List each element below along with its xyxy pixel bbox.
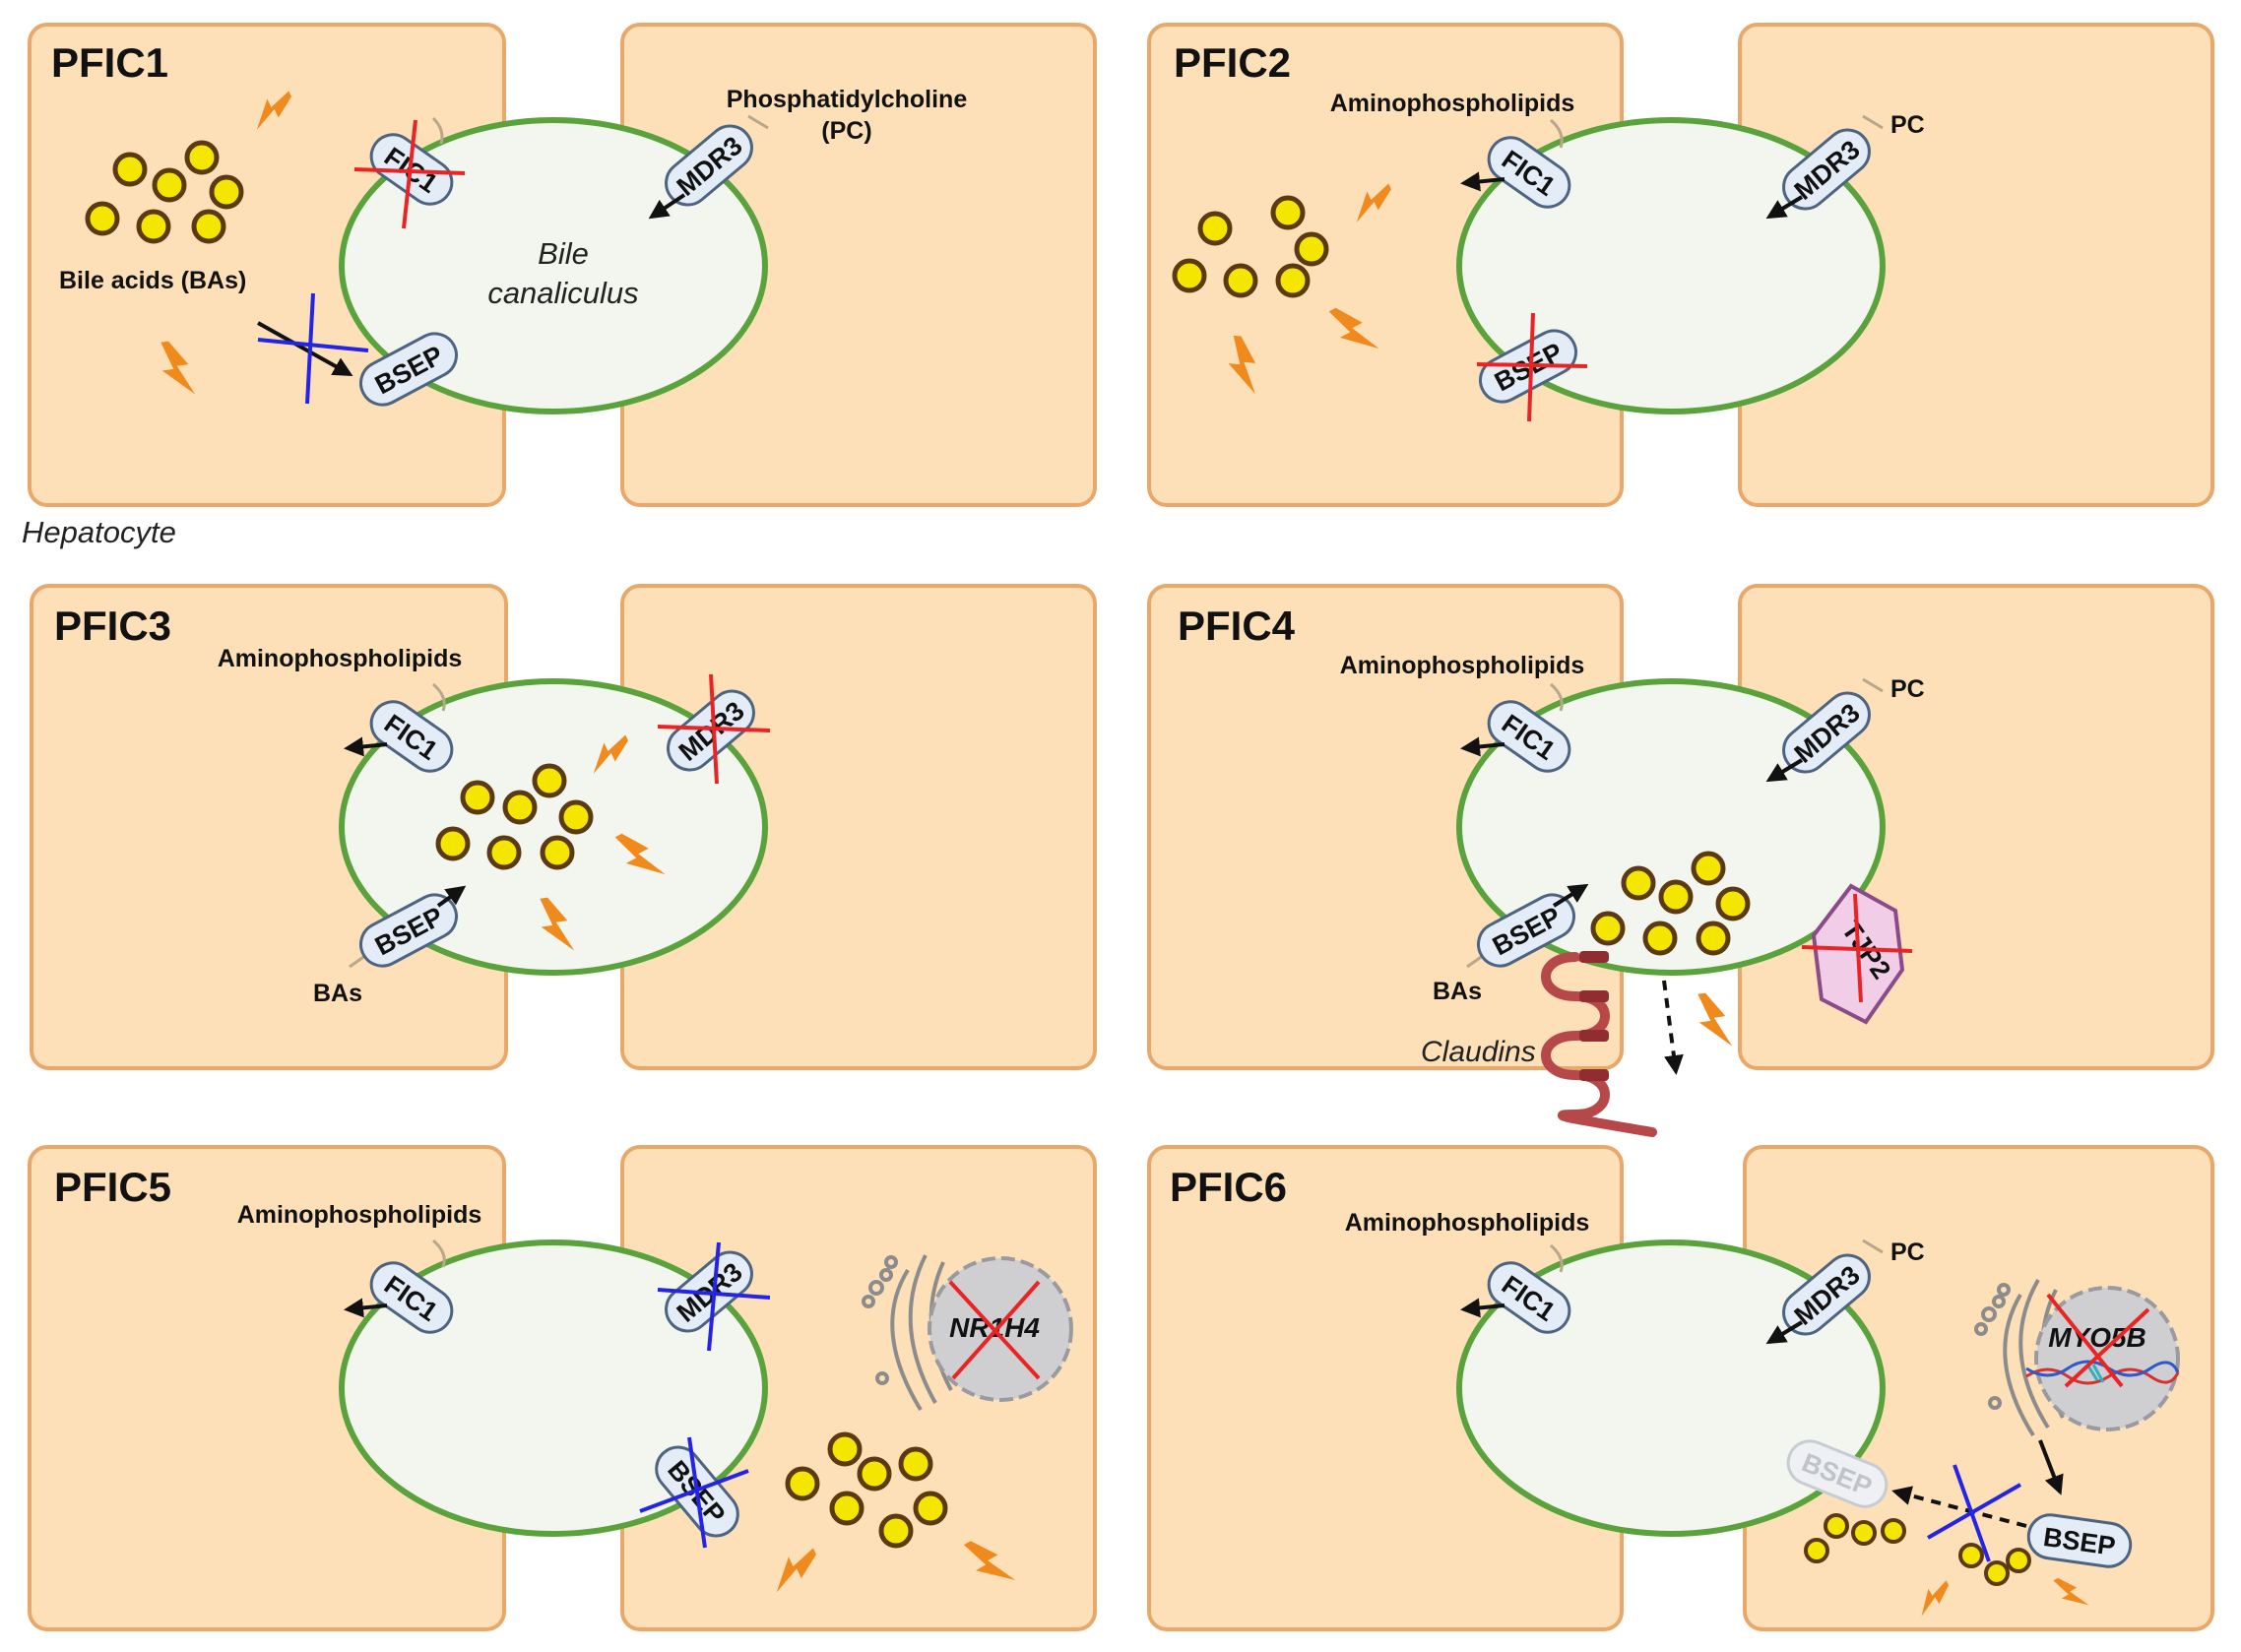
bile-acid-cluster (1172, 195, 1329, 298)
bsep-transporter-vesicle: BSEP (2026, 1513, 2133, 1568)
pc-label: (PC) (821, 117, 871, 145)
claudins-label: Claudins (1421, 1036, 1536, 1068)
bile-label: Bile (538, 236, 589, 271)
panel-title: PFIC1 (51, 39, 168, 86)
bsep-transporter: BSEP (359, 332, 458, 407)
cross-out-icon (639, 1436, 749, 1549)
bsep-transporter-faded: BSEP (1786, 1439, 1889, 1508)
bile-acid-cluster (785, 1431, 948, 1549)
bile-acid-cluster (85, 140, 244, 244)
pc-label: PC (1890, 1239, 1925, 1266)
leak-arrow (1662, 980, 1684, 1075)
panel-title: PFIC3 (54, 603, 171, 649)
aminophospholipids-label: Aminophospholipids (1340, 652, 1585, 679)
bas-label: BAs (1433, 978, 1482, 1005)
fic1-transporter: FIC1 (1487, 1261, 1571, 1334)
trafficking-arrow (1891, 1486, 2027, 1528)
cross-out-icon (1476, 312, 1588, 422)
panel-pfic2: PFIC2 Aminophospholipids PC FIC1 MDR3 BS… (1147, 23, 2214, 507)
cross-out-icon (1801, 893, 1913, 1003)
nucleus-to-bsep-arrow (2038, 1439, 2064, 1495)
cross-out-icon (257, 292, 369, 405)
bile-acid-cluster (435, 763, 594, 870)
panel-pfic6: PFIC6 Aminophospholipids PC FIC1 MDR3 BS… (1147, 1145, 2214, 1631)
claudin-protein-icon (1541, 951, 1657, 1137)
cross-out-icon (657, 1241, 771, 1352)
aminophospholipids-label: Aminophospholipids (1345, 1209, 1590, 1237)
hepatocyte-label: Hepatocyte (22, 515, 176, 549)
aminophospholipids-label: Aminophospholipids (218, 645, 463, 672)
panel-title: PFIC5 (54, 1164, 171, 1210)
pc-label: PC (1890, 111, 1925, 139)
cross-out-icon (2046, 1293, 2150, 1388)
aminophospholipids-label: Aminophospholipids (237, 1201, 482, 1229)
panel-title: PFIC2 (1174, 39, 1291, 86)
lightning-bolt-icon (1695, 989, 1733, 1050)
panel-pfic3: PFIC3 Aminophospholipids BAs FIC1 MDR3 B… (30, 584, 1097, 1070)
panel-title: PFIC6 (1170, 1164, 1287, 1210)
fic1-transporter: FIC1 (369, 1261, 454, 1334)
bas-label: BAs (313, 980, 362, 1007)
golgi-icon (1974, 1279, 2065, 1437)
cross-out-icon (948, 1280, 1041, 1380)
cross-out-icon (657, 673, 771, 785)
panel-title: PFIC4 (1178, 603, 1296, 649)
panel-pfic4: PFIC4 Aminophospholipids PC BAs FIC1 MDR… (1147, 584, 2214, 1137)
panel-pfic5: PFIC5 Aminophospholipids FIC1 MDR3 BSEP (28, 1145, 1097, 1631)
panel-pfic1: PFIC1 Phosphatidylcholine (PC) Bile cana… (22, 23, 1097, 549)
cross-out-icon (353, 119, 466, 229)
pc-label: PC (1890, 675, 1925, 703)
bile-acid-cluster (1804, 1513, 2031, 1586)
phosphatidylcholine-label: Phosphatidylcholine (727, 86, 968, 113)
cross-out-icon (1927, 1464, 2021, 1562)
bile-acid-cluster (1590, 851, 1751, 956)
aminophospholipids-label: Aminophospholipids (1330, 90, 1575, 117)
bile-acids-label: Bile acids (BAs) (59, 267, 246, 294)
canaliculus-label: canaliculus (487, 276, 638, 310)
